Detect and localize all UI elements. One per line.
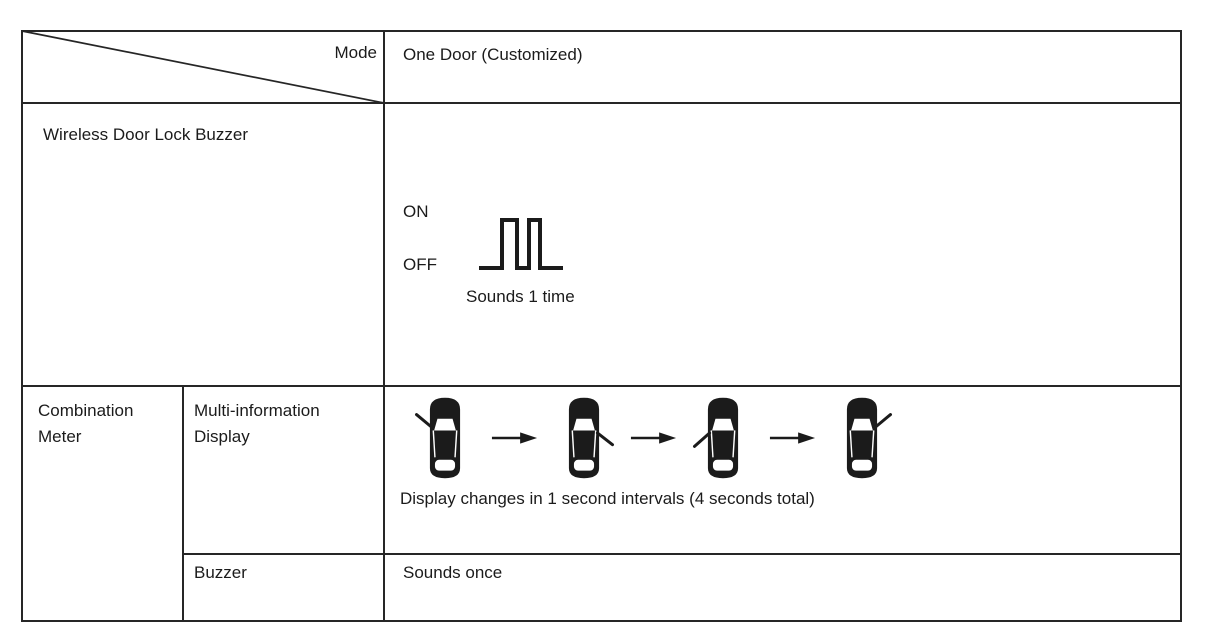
right-arrow-icon <box>491 432 538 444</box>
waveform-caption: Sounds 1 time <box>466 287 575 306</box>
combination-meter-label: Combination Meter <box>38 401 134 446</box>
car-top-view-door-open-icon-front-left <box>415 397 461 479</box>
table-row-divider-wireless <box>21 385 1182 387</box>
display-sequence-caption: Display changes in 1 second intervals (4… <box>400 489 815 508</box>
mode-corner-label: Mode <box>334 43 377 62</box>
right-arrow-icon <box>630 432 677 444</box>
car-top-view-door-open-icon-rear-left <box>693 397 739 479</box>
table-outer-border <box>21 30 1182 622</box>
table-column-divider-sub <box>182 385 184 622</box>
waveform-off-label: OFF <box>403 255 437 274</box>
table-column-divider-main <box>383 30 385 622</box>
buzzer-pulse-waveform-icon <box>479 218 563 270</box>
right-arrow-icon <box>769 432 816 444</box>
table-row-divider-header <box>21 102 1182 104</box>
table-row-divider-buzzer <box>182 553 1182 555</box>
car-top-view-door-open-icon-rear-right <box>568 397 614 479</box>
car-sequence <box>414 390 1014 486</box>
multi-information-display-label: Multi-information Display <box>194 401 320 446</box>
waveform-on-label: ON <box>403 202 429 221</box>
wireless-door-lock-buzzer-label: Wireless Door Lock Buzzer <box>43 125 249 144</box>
combination-buzzer-label: Buzzer <box>194 563 247 582</box>
mode-value: One Door (Customized) <box>403 45 583 64</box>
combination-buzzer-value: Sounds once <box>403 563 503 582</box>
car-top-view-door-open-icon-front-right <box>846 397 892 479</box>
